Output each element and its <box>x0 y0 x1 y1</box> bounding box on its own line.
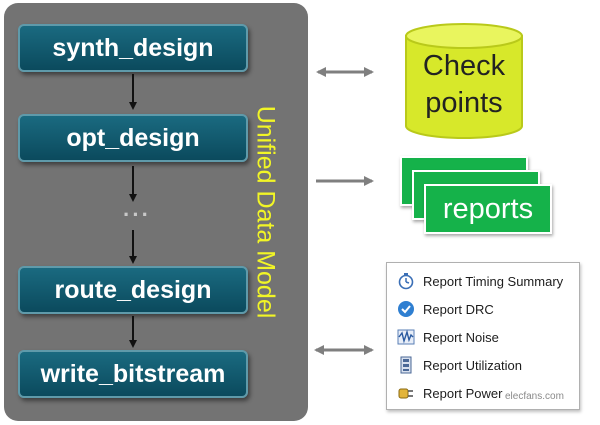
chip-icon <box>400 356 412 374</box>
menu-item-report-utilization[interactable]: Report Utilization <box>387 351 579 379</box>
checkpoints-cylinder <box>405 23 523 139</box>
menu-item-label: Report DRC <box>423 301 494 317</box>
step-synth-design: synth_design <box>18 24 248 72</box>
waveform-icon <box>397 329 415 345</box>
menu-item-report-drc[interactable]: Report DRC <box>387 295 579 323</box>
menu-item-report-power[interactable]: Report Power <box>387 379 579 407</box>
menu-item-report-timing-summary[interactable]: Report Timing Summary <box>387 267 579 295</box>
checkmark-icon <box>398 301 414 317</box>
reports-card: reports <box>424 184 552 234</box>
menu-item-report-noise[interactable]: Report Noise <box>387 323 579 351</box>
menu-item-label: Report Power <box>423 385 503 401</box>
stopwatch-icon <box>398 273 414 290</box>
step-route-design: route_design <box>18 266 248 314</box>
flow-ellipsis: ··· <box>123 202 151 227</box>
watermark: elecfans.com <box>505 391 564 402</box>
checkpoints-label: Check points <box>422 50 506 119</box>
reports-menu: Report Timing Summary Report DRC Report … <box>386 262 580 410</box>
step-opt-design: opt_design <box>18 114 248 162</box>
menu-item-label: Report Noise <box>423 329 499 345</box>
power-plug-icon <box>398 388 413 399</box>
menu-item-label: Report Timing Summary <box>423 273 564 289</box>
step-write-bitstream: write_bitstream <box>18 350 248 398</box>
menu-item-label: Report Utilization <box>423 357 522 373</box>
